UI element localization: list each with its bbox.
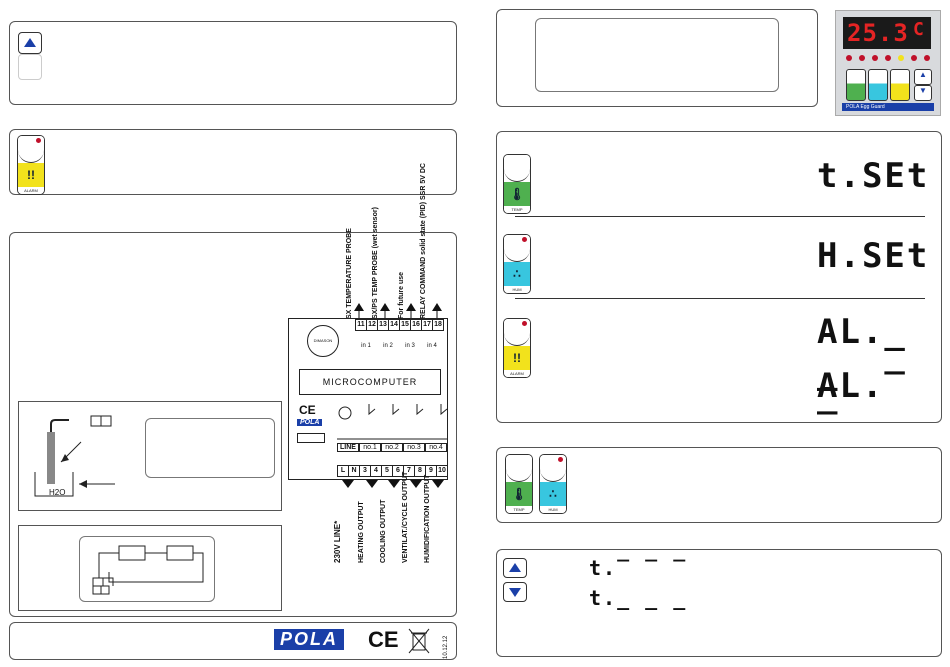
label-ventilation-output: VENTILAT./CYCLE OUTPUT xyxy=(402,471,409,563)
temp-hum-panel: 🌡 TEMP ∴ HUM xyxy=(496,447,942,523)
t-low-display: t._ _ _ xyxy=(589,586,688,610)
divider-2 xyxy=(515,298,925,299)
photo-hum-button xyxy=(868,69,888,101)
photo-temp-button xyxy=(846,69,866,101)
alarm-low-display: AL._ _ xyxy=(817,312,907,392)
temp-button-2-label: TEMP xyxy=(506,506,532,513)
thermometer-icon-2: 🌡 xyxy=(506,482,532,506)
alarm-button[interactable]: !! ALARM xyxy=(17,135,45,195)
alarm-button-icon: !! xyxy=(18,163,44,187)
date-code: 10.12.12 xyxy=(443,635,449,659)
no4-label: no.4 xyxy=(425,443,447,452)
label-heating-output: HEATING OUTPUT xyxy=(358,501,365,563)
tset-display: t.SEt xyxy=(817,156,930,196)
photo-brand: POLA xyxy=(846,104,860,110)
relay-symbols xyxy=(337,404,447,440)
ce-mark: CE xyxy=(299,403,316,417)
no1-label: no.1 xyxy=(359,443,381,452)
up-arrow-icon-2 xyxy=(509,563,521,572)
temp-button-2[interactable]: 🌡 TEMP xyxy=(505,454,533,514)
ce-mark-large: CE xyxy=(368,627,399,652)
droplets-icon: ∴ xyxy=(504,262,530,286)
footer-strip: POLA CE 10.12.12 xyxy=(9,622,457,660)
line-label: LINE xyxy=(337,443,359,452)
sensor-note-box xyxy=(145,418,275,478)
up-key-panel xyxy=(9,21,457,105)
hset-display: H.SEt xyxy=(817,236,930,276)
water-label: H2O xyxy=(49,488,66,497)
weee-bin-icon xyxy=(408,628,430,654)
top-arrows xyxy=(354,303,442,319)
pola-logo-small: POLA xyxy=(297,419,323,426)
circuit-drawing xyxy=(92,545,204,595)
in4-label: in 4 xyxy=(427,343,437,349)
alarm-settings-button[interactable]: !! ALARM xyxy=(503,318,531,378)
temp-button-label: TEMP xyxy=(504,206,530,213)
in1-label: in 1 xyxy=(361,343,371,349)
alarm-settings-led xyxy=(522,321,527,326)
controller-body: DIMASON 11 12 13 14 15 16 17 18 in 1 in … xyxy=(288,318,448,480)
status-leds xyxy=(846,55,930,65)
no3-label: no.3 xyxy=(403,443,425,452)
in2-label: in 2 xyxy=(383,343,393,349)
hum-button-label: HUM xyxy=(504,286,530,293)
photo-brand-strip: POLA Egg Guard xyxy=(842,103,934,111)
hum-led-2 xyxy=(558,457,563,462)
in3-label: in 3 xyxy=(405,343,415,349)
up-arrow-button-2[interactable] xyxy=(503,558,527,578)
label-humidification-output: HUMIDIFICATION OUTPUT xyxy=(424,474,431,563)
alarm-panel: !! ALARM xyxy=(9,129,457,195)
intro-panel xyxy=(496,9,818,107)
down-arrow-icon xyxy=(509,588,521,597)
hum-led xyxy=(522,237,527,242)
photo-model: Egg Guard xyxy=(860,104,885,110)
wiring-panel: SX TEMPERATURE PROBE SX/PS TEMP PROBE (w… xyxy=(9,163,457,617)
alarm-led xyxy=(36,138,41,143)
up-arrow-icon xyxy=(24,38,36,47)
pola-logo: POLA xyxy=(274,629,345,650)
hum-button-2-label: HUM xyxy=(540,506,566,513)
t-high-display: t.‾ ‾ ‾ xyxy=(589,556,688,580)
no2-label: no.2 xyxy=(381,443,403,452)
display-unit: C xyxy=(913,19,924,40)
device-photo: 25.3 C ▲ ▼ POLA Egg Guard xyxy=(835,10,941,116)
microcomputer-block: MICROCOMPUTER xyxy=(299,369,441,395)
settings-panel: 🌡 TEMP t.SEt ∴ HUM H.SEt !! ALARM AL._ _… xyxy=(496,131,942,446)
alarm-icon: !! xyxy=(504,346,530,370)
label-cooling-output: COOLING OUTPUT xyxy=(380,499,387,563)
photo-up-button: ▲ xyxy=(914,69,932,85)
sensor-drawing xyxy=(34,415,115,497)
alarm-settings-label: ALARM xyxy=(504,370,530,377)
circuit-rounded-frame xyxy=(79,536,215,602)
bottom-arrows xyxy=(342,480,444,488)
hum-button[interactable]: ∴ HUM xyxy=(503,234,531,294)
intro-note-box xyxy=(535,18,779,92)
label-230v-line: 230V LINE* xyxy=(333,520,342,563)
terminal-18: 18 xyxy=(432,319,444,331)
alarm-button-label: ALARM xyxy=(18,187,44,194)
up-arrow-button[interactable] xyxy=(18,32,42,54)
blank-label xyxy=(297,433,325,443)
terminal-10: 10 xyxy=(436,465,448,477)
droplets-icon-2: ∴ xyxy=(540,482,566,506)
alarm-high-display: AL.‾ ‾ xyxy=(817,366,907,446)
photo-alarm-button xyxy=(890,69,910,101)
hum-button-2[interactable]: ∴ HUM xyxy=(539,454,567,514)
terminal-4: 4 xyxy=(370,465,382,477)
terminal-16: 16 xyxy=(410,319,422,331)
photo-down-button: ▼ xyxy=(914,85,932,101)
sensor-inset: H2O xyxy=(18,401,282,511)
arrows-panel: t.‾ ‾ ‾ t._ _ _ xyxy=(496,549,942,657)
device-display: 25.3 C xyxy=(843,17,931,49)
down-arrow-button[interactable] xyxy=(503,582,527,602)
divider-1 xyxy=(515,216,925,217)
temp-button[interactable]: 🌡 TEMP xyxy=(503,154,531,214)
brand-seal: DIMASON xyxy=(307,325,339,357)
circuit-inset xyxy=(18,525,282,611)
display-reading: 25.3 xyxy=(847,19,909,47)
thermometer-icon: 🌡 xyxy=(504,182,530,206)
up-key-spacer xyxy=(18,54,42,80)
